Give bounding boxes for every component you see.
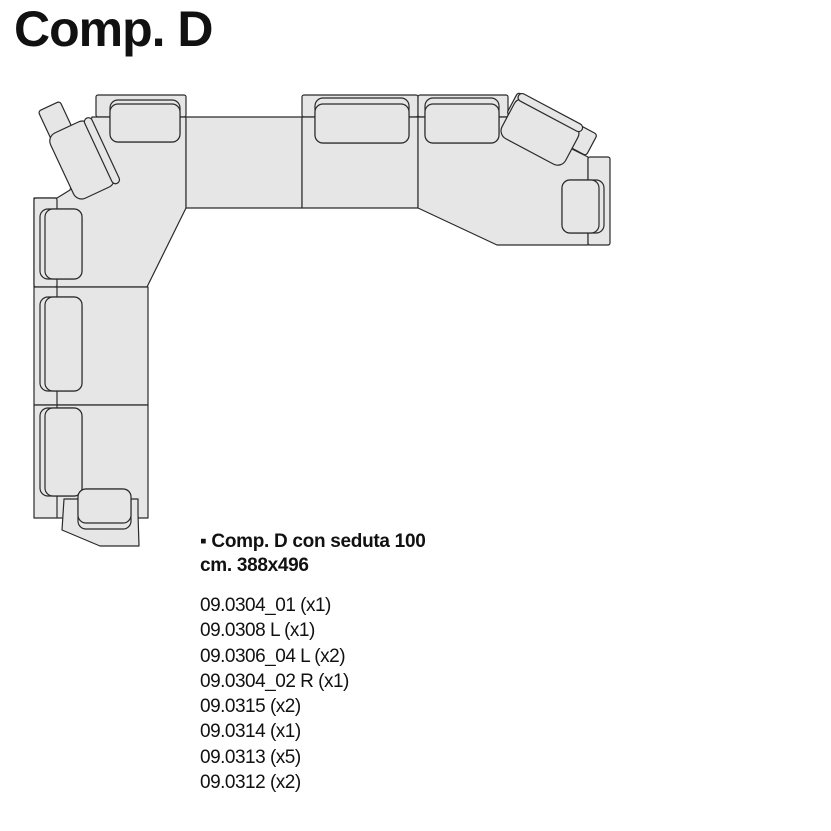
- component-item: 09.0313 (x5): [200, 746, 301, 768]
- component-item: 09.0312 (x2): [200, 772, 301, 794]
- composition-description: ▪ Comp. D con seduta 100 cm. 388x496: [200, 530, 426, 578]
- description-line-1: ▪ Comp. D con seduta 100: [200, 531, 426, 552]
- armless-module: [185, 116, 303, 209]
- corner-module-left: [33, 94, 187, 288]
- page-title: Comp. D: [14, 1, 214, 57]
- left-module-1: [33, 286, 149, 406]
- top-module-1: [301, 94, 419, 209]
- component-item: 09.0315 (x2): [200, 696, 301, 718]
- component-item: 09.0304_01 (x1): [200, 595, 331, 616]
- component-item: 09.0308 L (x1): [200, 620, 315, 642]
- description-dimensions: cm. 388x496: [200, 555, 309, 576]
- component-item: 09.0306_04 L (x2): [200, 645, 346, 667]
- component-list: 09.0304_01 (x1) 09.0308 L (x1) 09.0306_0…: [200, 593, 349, 795]
- left-module-2: [33, 404, 149, 519]
- corner-module-right: [417, 92, 611, 246]
- component-item: 09.0304_02 R (x1): [200, 670, 349, 692]
- component-item: 09.0314 (x1): [200, 721, 301, 743]
- end-pouf: [61, 488, 140, 547]
